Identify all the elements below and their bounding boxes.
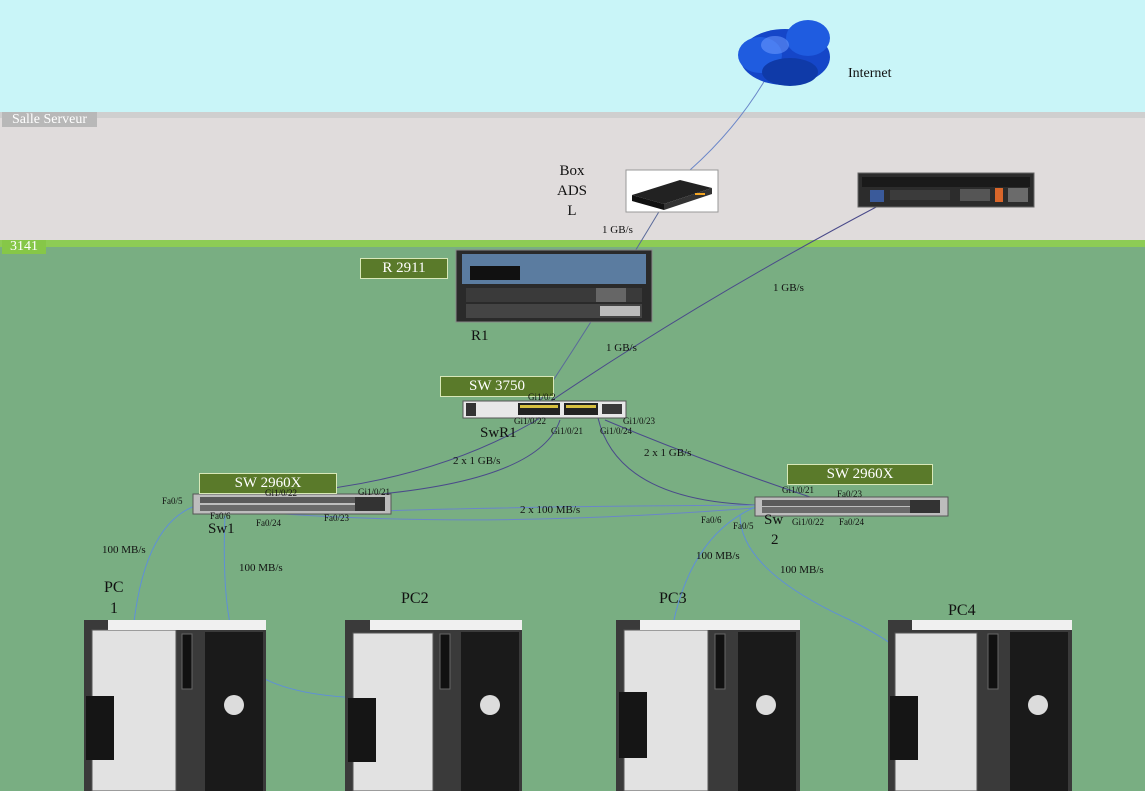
switch1-model-label: SW 2960X [199, 473, 337, 494]
port-label: Fa0/23 [837, 489, 863, 499]
router-model-label: R 2911 [360, 258, 448, 279]
router-name: R1 [471, 328, 489, 344]
server-room-label: Salle Serveur [2, 112, 98, 127]
port-label: Fa0/5 [162, 496, 183, 506]
pc1-label-line2: 1 [110, 600, 118, 617]
pc3-tower-icon [616, 620, 800, 791]
cable-core-sw2-a [597, 417, 791, 506]
port-label: Fa0/24 [839, 517, 865, 527]
switch2-model-label: SW 2960X [787, 464, 933, 485]
link-speed-pc3: 100 MB/s [696, 550, 740, 562]
pc2-tower-icon [345, 620, 522, 791]
cable-internet-box [689, 79, 766, 171]
link-speed-pc1: 100 MB/s [102, 544, 146, 556]
port-label: Fa0/5 [733, 521, 754, 531]
port-label: Gi1/0/21 [551, 426, 584, 436]
cloud-icon [738, 20, 830, 86]
switch1-icon [192, 493, 392, 515]
floor-label: 3141 [2, 240, 46, 254]
port-label: Gi1/0/22 [514, 416, 547, 426]
pc3-label: PC3 [659, 590, 687, 607]
pc1-tower-icon [84, 620, 266, 791]
link-speed-core-sw1: 2 x 1 GB/s [453, 455, 501, 467]
port-label: Gi1/0/24 [600, 426, 633, 436]
port-label: Fa0/6 [210, 511, 231, 521]
port-label: Gi1/0/2 [528, 392, 556, 402]
switch2-name-line1: Sw [764, 512, 784, 528]
switch2-icon [754, 496, 949, 517]
port-label: Gi1/0/23 [623, 416, 656, 426]
cable-core-sw2-b [604, 419, 811, 498]
internet-zone [0, 0, 1145, 112]
core-switch-name: SwR1 [480, 425, 517, 441]
box-label-line1: Box [559, 163, 585, 179]
cable-server-core [544, 204, 881, 406]
port-label: Fa0/6 [701, 515, 722, 525]
port-label: Gi1/0/21 [358, 487, 391, 497]
core-switch-model-label: SW 3750 [440, 376, 554, 397]
link-speed-pc2: 100 MB/s [239, 562, 283, 574]
link-speed-core-sw2: 2 x 1 GB/s [644, 447, 692, 459]
core-switch-icon [462, 400, 627, 419]
port-label: Fa0/23 [324, 513, 350, 523]
port-label: Gi1/0/21 [782, 485, 815, 495]
box-label-line2: ADS [556, 183, 587, 199]
pc4-label: PC4 [948, 602, 976, 619]
internet-label: Internet [848, 66, 892, 81]
pc2-label: PC2 [401, 590, 429, 607]
adsl-box-icon [625, 169, 719, 213]
link-speed-server: 1 GB/s [773, 282, 804, 294]
switch1-name: Sw1 [208, 521, 235, 537]
link-speed-box-core: 1 GB/s [606, 342, 637, 354]
port-label: Fa0/24 [256, 518, 282, 528]
cable-core-sw1-b [369, 419, 561, 496]
port-label: Gi1/0/22 [792, 517, 825, 527]
router-icon [455, 249, 653, 323]
rack-server-icon [857, 172, 1035, 208]
cable-sw1-sw2-a [269, 504, 791, 521]
link-speed-pc4: 100 MB/s [780, 564, 824, 576]
box-label-line3: L [567, 203, 577, 219]
link-speed-sw1-sw2: 2 x 100 MB/s [520, 504, 581, 516]
switch2-name-line2: 2 [771, 532, 779, 548]
pc4-tower-icon [888, 620, 1072, 791]
pc1-label-line1: PC [104, 579, 124, 596]
link-speed-box: 1 GB/s [602, 224, 633, 236]
port-label: Gi1/0/22 [265, 488, 298, 498]
